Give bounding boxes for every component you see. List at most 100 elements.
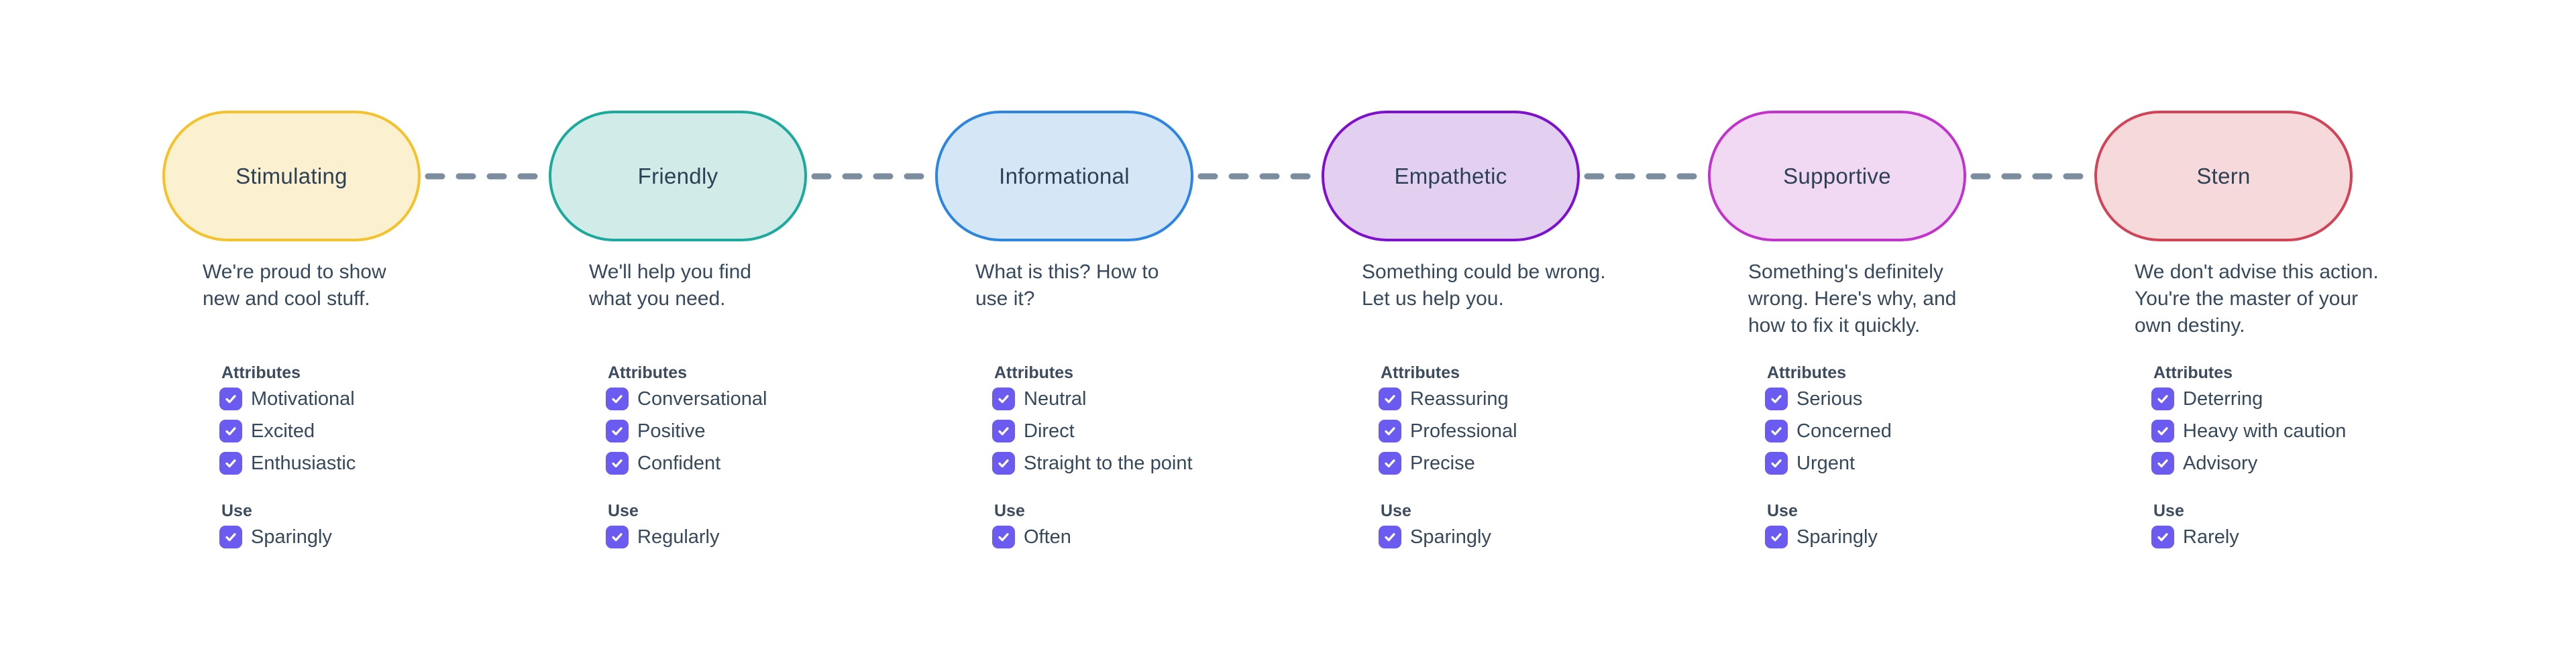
- check-icon: [1385, 533, 1395, 542]
- attribute-label: Heavy with caution: [2183, 420, 2347, 442]
- checkbox-checked[interactable]: [219, 452, 242, 475]
- attribute-checkbox-row[interactable]: Precise: [1379, 451, 1475, 475]
- checkbox-checked[interactable]: [2151, 452, 2174, 475]
- use-checkbox-row[interactable]: Regularly: [606, 525, 720, 549]
- check-icon: [1385, 427, 1395, 436]
- check-icon: [2157, 395, 2168, 404]
- checkbox-checked[interactable]: [1379, 420, 1401, 442]
- checkbox-checked[interactable]: [1379, 388, 1401, 410]
- checkbox-checked[interactable]: [2151, 526, 2174, 548]
- checkbox-checked[interactable]: [219, 388, 242, 410]
- checkbox-checked[interactable]: [992, 452, 1015, 475]
- attribute-checkbox-row[interactable]: Straight to the point: [992, 451, 1193, 475]
- check-icon: [1385, 459, 1395, 468]
- check-icon: [998, 395, 1009, 404]
- checkbox-checked[interactable]: [1765, 420, 1788, 442]
- attribute-label: Serious: [1796, 388, 1863, 410]
- use-checkbox-row[interactable]: Rarely: [2151, 525, 2239, 549]
- check-icon: [1385, 395, 1395, 404]
- tone-description: We're proud to show new and cool stuff.: [203, 261, 386, 310]
- use-checkbox-row[interactable]: Sparingly: [219, 525, 332, 549]
- attribute-label: Motivational: [251, 388, 355, 410]
- checkbox-checked[interactable]: [1379, 452, 1401, 475]
- check-icon: [225, 459, 236, 468]
- check-icon: [2157, 533, 2168, 542]
- attributes-heading: Attributes: [1381, 363, 1460, 382]
- use-heading: Use: [1767, 501, 1798, 520]
- checkbox-checked[interactable]: [219, 420, 242, 442]
- checkbox-checked[interactable]: [1379, 526, 1401, 548]
- attribute-checkbox-row[interactable]: Neutral: [992, 387, 1087, 411]
- attribute-label: Enthusiastic: [251, 453, 356, 474]
- use-label: Sparingly: [1410, 526, 1491, 548]
- check-icon: [2157, 427, 2168, 436]
- tone-pill-label: Informational: [999, 163, 1130, 188]
- use-heading: Use: [2153, 501, 2184, 520]
- checkbox-checked[interactable]: [992, 526, 1015, 548]
- tone-pill-label: Friendly: [637, 163, 718, 188]
- tone-description: Something's definitely wrong. Here's why…: [1748, 261, 1957, 337]
- tone-description: What is this? How to use it?: [975, 261, 1159, 310]
- attribute-label: Straight to the point: [1024, 453, 1193, 474]
- check-icon: [1771, 459, 1782, 468]
- attribute-checkbox-row[interactable]: Enthusiastic: [219, 451, 356, 475]
- check-icon: [225, 533, 236, 542]
- attribute-checkbox-row[interactable]: Motivational: [219, 387, 355, 411]
- use-label: Regularly: [637, 526, 720, 548]
- use-checkbox-row[interactable]: Sparingly: [1765, 525, 1878, 549]
- checkbox-checked[interactable]: [992, 388, 1015, 410]
- checkbox-checked[interactable]: [606, 452, 629, 475]
- attributes-heading: Attributes: [608, 363, 688, 382]
- use-checkbox-row[interactable]: Sparingly: [1379, 525, 1491, 549]
- use-heading: Use: [221, 501, 252, 520]
- check-icon: [612, 395, 623, 404]
- checkbox-checked[interactable]: [606, 420, 629, 442]
- attribute-label: Neutral: [1024, 388, 1087, 410]
- checkbox-checked[interactable]: [2151, 420, 2174, 442]
- attribute-checkbox-row[interactable]: Deterring: [2151, 387, 2263, 411]
- check-icon: [1771, 395, 1782, 404]
- use-label: Sparingly: [251, 526, 332, 548]
- attribute-checkbox-row[interactable]: Advisory: [2151, 451, 2257, 475]
- attribute-checkbox-row[interactable]: Direct: [992, 419, 1075, 443]
- attribute-checkbox-row[interactable]: Urgent: [1765, 451, 1855, 475]
- attribute-checkbox-row[interactable]: Excited: [219, 419, 315, 443]
- attribute-label: Concerned: [1796, 420, 1892, 442]
- checkbox-checked[interactable]: [1765, 388, 1788, 410]
- checkbox-checked[interactable]: [606, 526, 629, 548]
- checkbox-checked[interactable]: [2151, 388, 2174, 410]
- attributes-heading: Attributes: [221, 363, 301, 382]
- attribute-checkbox-row[interactable]: Serious: [1765, 387, 1862, 411]
- check-icon: [612, 427, 623, 436]
- tone-pill: Stern: [2094, 111, 2353, 241]
- checkbox-checked[interactable]: [992, 420, 1015, 442]
- check-icon: [225, 395, 236, 404]
- check-icon: [612, 459, 623, 468]
- attribute-label: Confident: [637, 453, 721, 474]
- attribute-checkbox-row[interactable]: Conversational: [606, 387, 767, 411]
- tone-pill: Supportive: [1708, 111, 1966, 241]
- attributes-heading: Attributes: [2153, 363, 2233, 382]
- use-heading: Use: [994, 501, 1025, 520]
- checkbox-checked[interactable]: [1765, 526, 1788, 548]
- tone-description: Something could be wrong. Let us help yo…: [1362, 261, 1606, 310]
- tone-pill-label: Empathetic: [1394, 163, 1507, 188]
- attribute-checkbox-row[interactable]: Professional: [1379, 419, 1517, 443]
- attribute-checkbox-row[interactable]: Heavy with caution: [2151, 419, 2346, 443]
- attribute-checkbox-row[interactable]: Confident: [606, 451, 720, 475]
- attribute-checkbox-row[interactable]: Reassuring: [1379, 387, 1509, 411]
- use-label: Sparingly: [1796, 526, 1878, 548]
- attribute-checkbox-row[interactable]: Positive: [606, 419, 706, 443]
- tone-pill: Empathetic: [1322, 111, 1580, 241]
- checkbox-checked[interactable]: [1765, 452, 1788, 475]
- tone-description: We'll help you find what you need.: [589, 261, 751, 310]
- attributes-heading: Attributes: [994, 363, 1074, 382]
- attributes-heading: Attributes: [1767, 363, 1847, 382]
- use-checkbox-row[interactable]: Often: [992, 525, 1071, 549]
- attribute-checkbox-row[interactable]: Concerned: [1765, 419, 1892, 443]
- checkbox-checked[interactable]: [606, 388, 629, 410]
- checkbox-checked[interactable]: [219, 526, 242, 548]
- check-icon: [998, 533, 1009, 542]
- use-heading: Use: [608, 501, 639, 520]
